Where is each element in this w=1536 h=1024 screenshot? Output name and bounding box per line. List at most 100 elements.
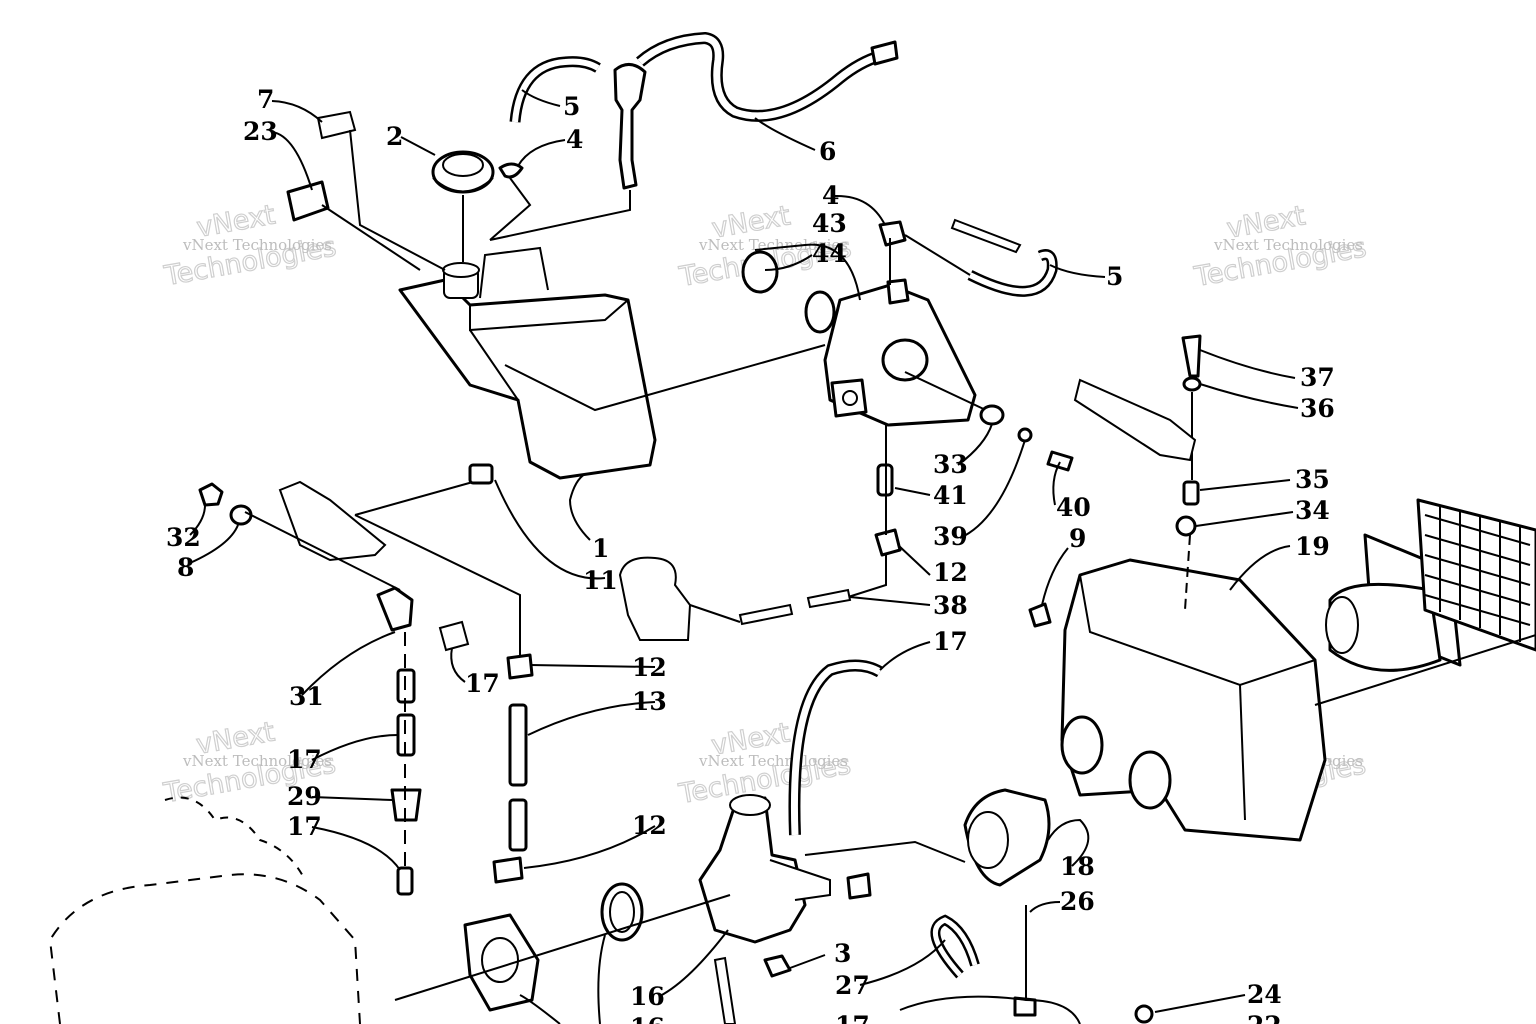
watermark-text: vNext Technologies bbox=[1213, 236, 1363, 254]
callout-3: 3 bbox=[834, 939, 851, 968]
callout-4: 4 bbox=[566, 125, 583, 154]
callout-36: 36 bbox=[1300, 394, 1335, 423]
washer-8 bbox=[229, 504, 253, 526]
callout-17-filter-upper: 17 bbox=[287, 745, 322, 774]
callout-18: 18 bbox=[1060, 852, 1095, 881]
bolt-37 bbox=[1181, 334, 1202, 378]
oil-level-sensor bbox=[613, 31, 899, 190]
callout-12-mid: 12 bbox=[632, 653, 667, 682]
assembly-line bbox=[1314, 634, 1536, 706]
assembly-line bbox=[244, 511, 401, 591]
callout-29: 29 bbox=[287, 782, 322, 811]
callout-16: 16 bbox=[630, 982, 665, 1011]
vent-hose bbox=[509, 56, 601, 123]
callout-1: 1 bbox=[592, 534, 609, 563]
callout-16-cut: 16 bbox=[630, 1013, 665, 1024]
callout-41: 41 bbox=[933, 481, 968, 510]
assembly-line bbox=[354, 479, 481, 516]
hose-clamp bbox=[498, 162, 524, 179]
callout-5-right: 5 bbox=[1106, 262, 1123, 291]
callout-12-upper: 12 bbox=[933, 558, 968, 587]
oil-tank bbox=[398, 246, 657, 480]
assembly-line bbox=[904, 371, 991, 413]
washer bbox=[979, 404, 1005, 426]
grommet-34 bbox=[1175, 515, 1197, 537]
fuel-line-lower bbox=[396, 866, 414, 896]
callout-39: 39 bbox=[933, 522, 968, 551]
callout-17-left: 17 bbox=[465, 669, 500, 698]
callout-23: 23 bbox=[243, 117, 278, 146]
breather-tube bbox=[950, 218, 1022, 254]
wiring-connector bbox=[1073, 378, 1197, 462]
primer-valve bbox=[618, 556, 692, 641]
callout-7: 7 bbox=[257, 85, 274, 114]
fuel-filter-29 bbox=[390, 788, 422, 822]
callout-34: 34 bbox=[1295, 496, 1330, 525]
watermark-text: vNext Technologies bbox=[182, 752, 332, 770]
callout-12-lower: 12 bbox=[632, 811, 667, 840]
fuel-hose-38 bbox=[738, 588, 852, 626]
airbox-screw-9 bbox=[1028, 602, 1052, 628]
callout-labels: 7 23 2 5 4 6 4 43 44 5 37 36 33 41 40 35… bbox=[166, 85, 1335, 1024]
callout-9: 9 bbox=[1069, 524, 1086, 553]
callout-43: 43 bbox=[812, 209, 847, 238]
clamp-12-mid bbox=[506, 653, 534, 680]
assembly-line bbox=[321, 204, 421, 271]
callout-26: 26 bbox=[1060, 887, 1095, 916]
washer-36 bbox=[1182, 376, 1202, 392]
callout-44: 44 bbox=[812, 239, 847, 268]
clamp-12-lower bbox=[492, 856, 524, 884]
spacer-35 bbox=[1182, 480, 1200, 506]
callout-5: 5 bbox=[563, 92, 580, 121]
fuel-hose-17-carb bbox=[788, 659, 884, 836]
callout-13: 13 bbox=[632, 687, 667, 716]
carb-clamp-16 bbox=[600, 882, 644, 942]
callout-17-center: 17 bbox=[933, 627, 968, 656]
clamp-12-upper bbox=[874, 528, 902, 557]
cable-tie bbox=[930, 914, 980, 979]
shut-off-valve-31 bbox=[376, 586, 470, 652]
elbow-fitting bbox=[878, 220, 907, 247]
callout-32: 32 bbox=[166, 523, 201, 552]
watermark-text: vNext Technologies bbox=[698, 236, 848, 254]
filler-cap bbox=[431, 150, 495, 194]
callout-2: 2 bbox=[386, 122, 403, 151]
callout-8: 8 bbox=[177, 553, 194, 582]
fuel-pump-bracket bbox=[823, 278, 977, 427]
assembly-line bbox=[689, 604, 741, 623]
assembly-line bbox=[504, 344, 826, 412]
assembly-line bbox=[754, 243, 861, 301]
airbox bbox=[1060, 558, 1327, 842]
fuel-filter-inline bbox=[468, 463, 494, 485]
assembly-line bbox=[489, 190, 631, 241]
callout-11: 11 bbox=[583, 566, 618, 595]
callout-19: 19 bbox=[1295, 532, 1330, 561]
screw bbox=[1046, 450, 1074, 472]
assembly-line bbox=[899, 995, 1081, 1024]
bracket-plate bbox=[278, 480, 387, 562]
watermark-text: vNext Technologies bbox=[182, 236, 332, 254]
callout-31: 31 bbox=[289, 682, 324, 711]
callout-40: 40 bbox=[1056, 493, 1091, 522]
callout-35: 35 bbox=[1295, 465, 1330, 494]
assembly-line bbox=[349, 129, 446, 271]
pump-fitting bbox=[741, 250, 836, 334]
nut bbox=[1017, 427, 1033, 443]
screw-24 bbox=[1134, 1004, 1154, 1024]
watermark-text: vNext Technologies bbox=[698, 752, 848, 770]
callout-22-cut: 22 bbox=[1247, 1011, 1282, 1024]
assembly-line bbox=[844, 555, 887, 599]
callout-24: 24 bbox=[1247, 980, 1282, 1009]
decal-23 bbox=[286, 180, 330, 222]
callout-27: 27 bbox=[835, 971, 870, 1000]
callout-33: 33 bbox=[933, 450, 968, 479]
nut-32 bbox=[198, 482, 224, 507]
callout-38: 38 bbox=[933, 591, 968, 620]
intake-boot bbox=[963, 788, 1051, 887]
engine-outline bbox=[48, 796, 361, 1024]
assembly-line bbox=[804, 840, 966, 863]
carb-flange bbox=[463, 913, 540, 1012]
carburetor bbox=[698, 794, 872, 944]
